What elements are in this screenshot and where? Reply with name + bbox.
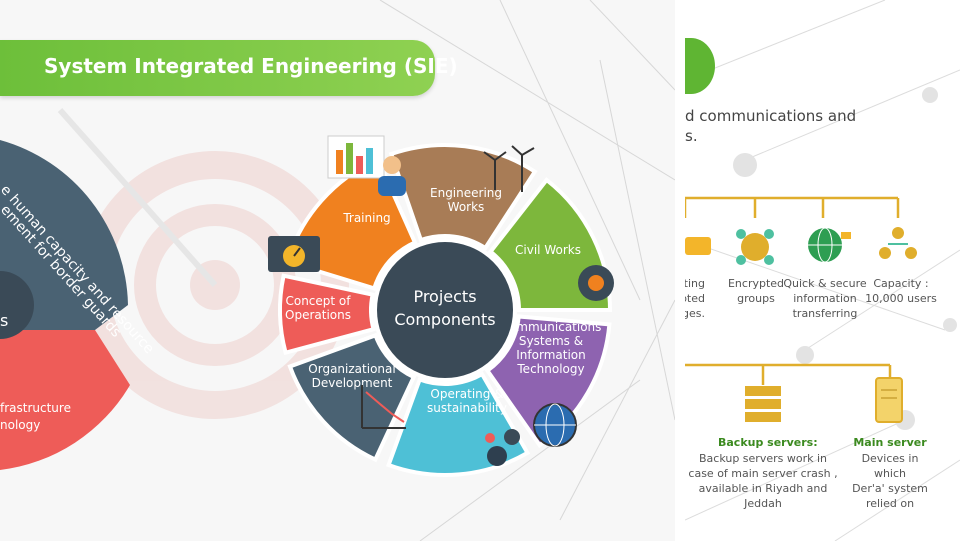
panel-divider [675,0,685,541]
feature-1-line1: Encrypted [727,277,785,290]
main-server-desc: Devices in which Der'a' system relied on [845,451,935,511]
feature-0-line3: ges. [685,307,705,320]
main-server-title: Main server [853,436,927,449]
main-server-icon [875,377,903,423]
wheel-segment-label: Training [342,211,390,225]
wheel-segment-label: Operating &sustainability [427,387,507,415]
wheel-segment-label-line: sustainability [427,401,507,415]
left-circle-dark-segment [0,140,128,330]
feature-secure-transfer: Quick & secure information transferring [783,276,867,321]
gears-icon [485,429,520,466]
trainer-person-icon [378,156,406,196]
wheel-segment-label-line: Engineering [430,186,502,200]
wheel-segment-label-line: Operations [285,308,351,322]
feature-messages: iting pted ges. [685,276,705,321]
right-header-line1: d communications and [685,107,857,125]
wheel-segment-label-line: Training [342,211,390,225]
title-banner: System Integrated Engineering (SIE) [0,40,458,96]
feature-3-line1: Capacity : [873,277,929,290]
wheel-center [373,238,517,382]
wheel-segment [484,314,612,448]
left-bottom-line2: nology [0,418,40,432]
wheel-segment-label-line: Works [448,200,485,214]
wind-turbine-icon [483,145,535,192]
server-0-line2: case of main server crash , [688,467,838,480]
network-background [379,0,675,541]
wheel-segment-label-line: Civil Works [515,243,581,257]
wheel-segment-label-line: Information [516,348,585,362]
wheel-segment-label-line: Development [312,376,393,390]
feature-encrypted-groups: Encrypted groups [720,276,792,306]
globe-transfer-icon [808,227,851,263]
left-circle-center [0,271,34,339]
feature-capacity: Capacity : 10,000 users [863,276,939,306]
wheel-segment-label-line: Organizational [308,362,395,376]
users-capacity-icon [879,227,917,259]
server-0-line1: Backup servers work in [698,452,827,465]
wheel-segment-label: Civil Works [515,243,581,257]
wheel-center-line2: Components [394,310,495,329]
servers-connector [685,363,892,385]
backup-server-icon [745,386,781,422]
left-bottom-line1: frastructure [0,401,71,415]
wheel-segment-label-line: Concept of [285,294,351,308]
server-0-line3: available in Riyadh and Jeddah [698,482,828,510]
right-header-line2: s. [685,127,698,145]
wheel-segment-label-line: Communications [501,320,602,334]
gauge-monitor-icon [268,236,320,272]
backup-server-desc: Backup servers work in case of main serv… [685,451,841,511]
feature-2-line3: transferring [792,307,858,320]
wheel-segment-label-line: Systems & [519,334,583,348]
wheel-segment-label-line: Operating & [430,387,503,401]
right-header: d communications and s. [685,106,856,146]
bar-chart-icon [327,135,385,179]
wheel-segment [278,273,376,356]
wheel-segment-label-line: Technology [516,362,584,376]
server-1-line3: relied on [865,497,915,510]
growth-chart-icon [361,385,406,429]
wheel-segment [388,143,538,251]
feature-0-line2: pted [685,292,705,305]
feature-2-line2: information [793,292,857,305]
left-slide-graphics: s e human capacity and resource ement fo… [0,0,675,541]
left-center-fragment: s [0,311,8,330]
feature-1-line2: groups [737,292,775,305]
feature-2-line1: Quick & secure [783,277,867,290]
chat-icon [685,237,711,255]
left-circle-red-segment [0,330,130,470]
features-connector [685,196,900,218]
encrypted-groups-icon [736,229,774,265]
backup-server-title: Backup servers: [718,436,818,449]
banner-title: System Integrated Engineering (SIE) [44,54,458,78]
server-1-line1: Devices in which [861,452,919,480]
gear-person-icon [578,265,614,301]
right-title-tab [685,38,715,94]
server-1-line2: Der'a' system [852,482,928,495]
wheel-center-line1: Projects [413,287,476,306]
network-background-right [685,0,960,541]
globe-icon [533,403,577,447]
right-slide: d communications and s. iting pted ges. … [685,0,960,541]
feature-0-line1: iting [685,277,705,290]
right-slide-graphics [685,0,960,541]
feature-3-line2: 10,000 users [865,292,937,305]
left-slide: s e human capacity and resource ement fo… [0,0,675,541]
